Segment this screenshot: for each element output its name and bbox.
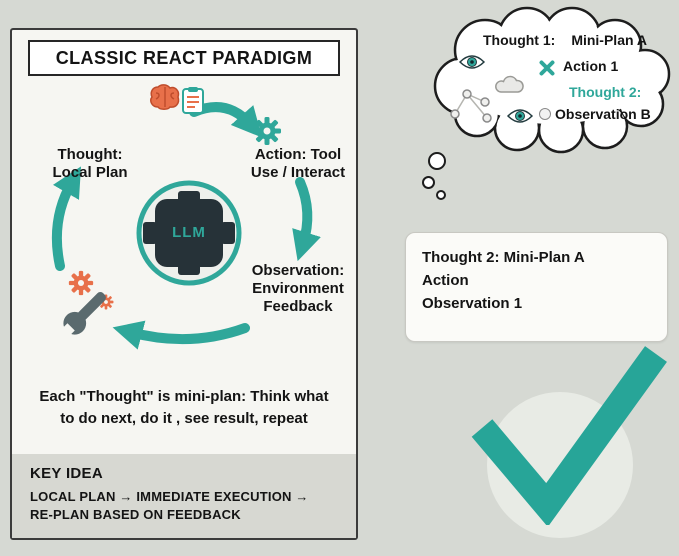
wrench-icon bbox=[60, 292, 106, 338]
observation-line-3: Feedback bbox=[263, 298, 333, 315]
bubble-action1: Action 1 bbox=[563, 58, 619, 74]
checkmark-icon bbox=[471, 346, 667, 525]
bubble-thought1-label: Thought 1: bbox=[483, 32, 556, 48]
key-idea-line-1: LOCAL PLAN → IMMEDIATE EXECUTION → bbox=[30, 489, 309, 504]
caption: Each "Thought" is mini-plan: Think what … bbox=[12, 386, 356, 430]
action-line-2: Use / Interact bbox=[250, 164, 346, 181]
llm-label: LLM bbox=[172, 224, 206, 241]
result-box: Thought 2: Mini-Plan A Action Observatio… bbox=[405, 232, 668, 342]
thought-node-label: Thought: Local Plan bbox=[28, 146, 152, 182]
caption-line-1: Each "Thought" is mini-plan: Think what bbox=[39, 388, 329, 405]
mini-cloud-icon bbox=[495, 75, 524, 93]
cloud-outline-icon bbox=[433, 6, 671, 154]
thought-bubble: Thought 1: Mini-Plan A Action 1 Thought … bbox=[425, 4, 677, 156]
cycle-arrows-icon bbox=[51, 102, 321, 350]
caption-line-2: to do next, do it , see result, repeat bbox=[60, 410, 308, 427]
observation-line-2: Environment bbox=[252, 280, 344, 297]
orange-gear-icon bbox=[68, 270, 94, 296]
card-title: CLASSIC REACT PARADIGM bbox=[28, 40, 340, 76]
bubble-thought1-value: Mini-Plan A bbox=[571, 32, 648, 48]
key-idea-section: KEY IDEA LOCAL PLAN → IMMEDIATE EXECUTIO… bbox=[12, 454, 356, 538]
eye-icon bbox=[459, 55, 485, 69]
bubble-observation-b: Observation B bbox=[555, 106, 651, 122]
action-line-1: Action: Tool bbox=[254, 146, 342, 163]
bubble-thought2-label: Thought 2: bbox=[569, 84, 642, 100]
node-circle-icon bbox=[539, 108, 551, 120]
observation-node-label: Observation: Environment Feedback bbox=[234, 262, 362, 316]
react-paradigm-card: CLASSIC REACT PARADIGM bbox=[10, 28, 358, 540]
thought-line-2: Local Plan bbox=[52, 164, 128, 181]
brain-icon bbox=[150, 84, 180, 110]
x-mark-icon bbox=[538, 59, 556, 77]
action-gear-icon bbox=[253, 117, 281, 145]
key-idea-line-2: RE-PLAN BASED ON FEEDBACK bbox=[30, 507, 241, 522]
network-nodes-icon bbox=[450, 89, 492, 123]
observation-line-1: Observation: bbox=[251, 262, 345, 279]
bubble-tail-circle bbox=[428, 152, 446, 170]
action-node-label: Action: Tool Use / Interact bbox=[238, 146, 358, 182]
bubble-thought1-row: Thought 1: Mini-Plan A bbox=[483, 32, 647, 48]
bubble-tail-circle bbox=[436, 190, 446, 200]
result-line-3: Observation 1 bbox=[422, 295, 523, 312]
result-line-1: Thought 2: Mini-Plan A bbox=[422, 249, 585, 266]
bubble-tail-circle bbox=[422, 176, 435, 189]
checklist-icon bbox=[182, 87, 204, 114]
key-idea-heading: KEY IDEA bbox=[30, 465, 103, 482]
eye-icon bbox=[507, 109, 533, 123]
result-line-2: Action bbox=[422, 272, 469, 289]
thought-line-1: Thought: bbox=[57, 146, 123, 163]
